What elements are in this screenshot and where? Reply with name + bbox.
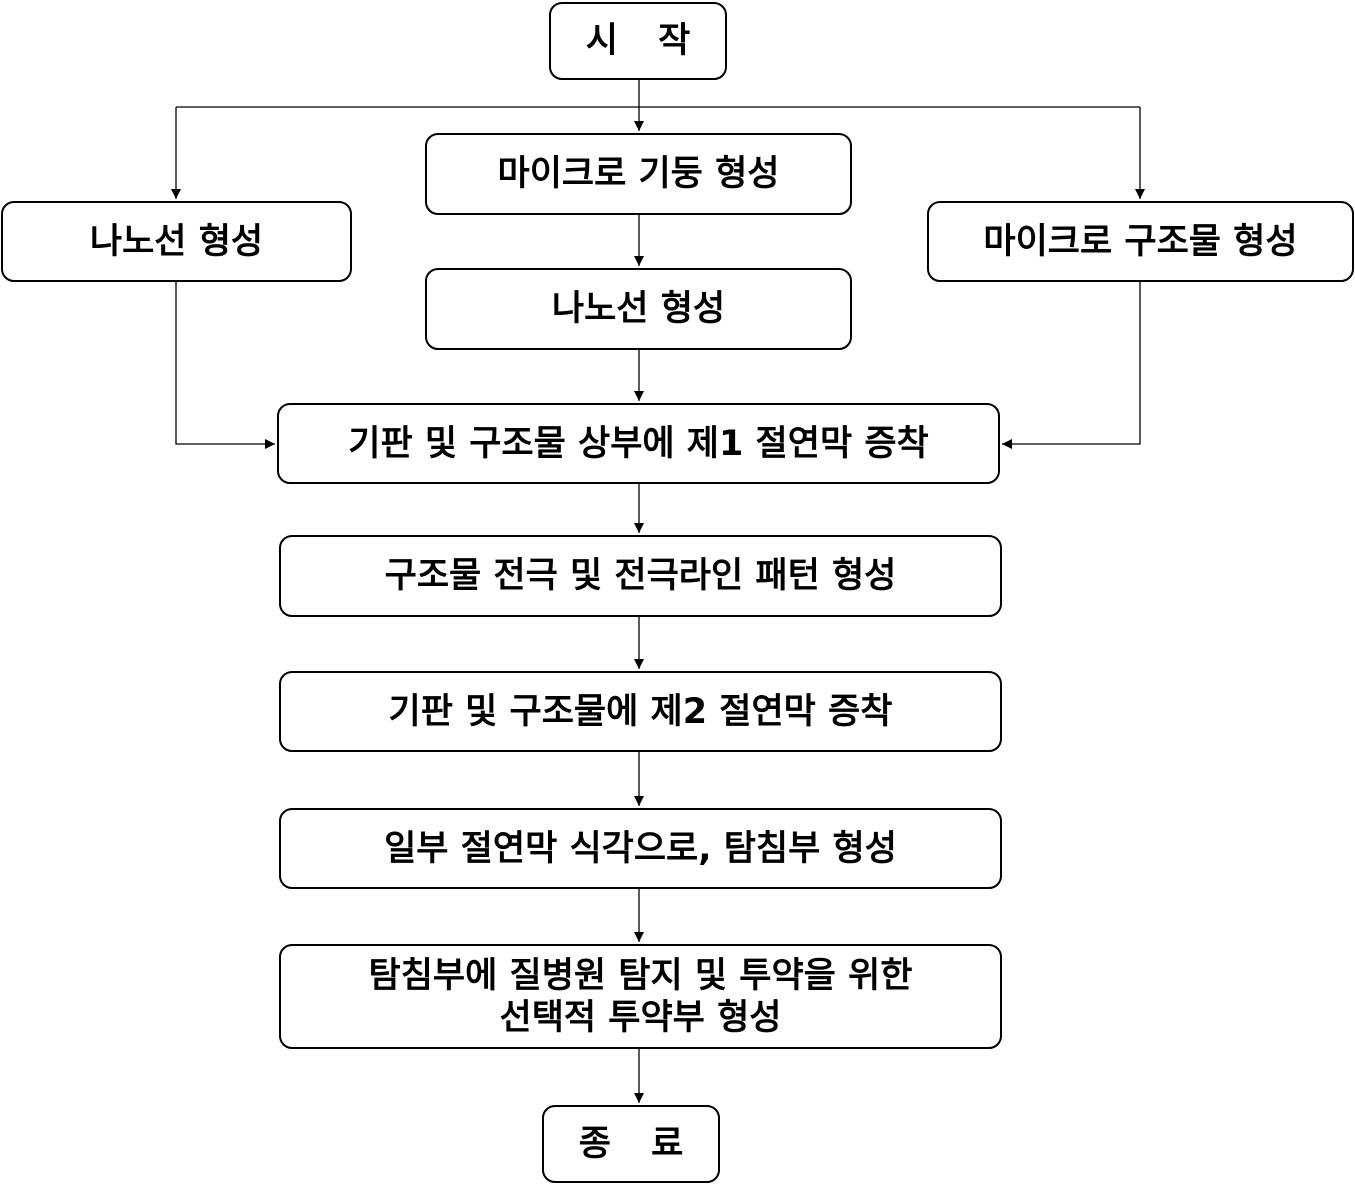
nanowire-step-left: 나노선 형성 — [1, 201, 352, 282]
drug-step-line-2: 선택적 투약부 형성 — [500, 997, 782, 1039]
drug-delivery-step: 탐침부에 질병원 탐지 및 투약을 위한 선택적 투약부 형성 — [279, 944, 1002, 1049]
micro-pillar-step: 마이크로 기둥 형성 — [425, 133, 852, 215]
first-insulator-step: 기판 및 구조물 상부에 제1 절연막 증착 — [277, 403, 1000, 484]
nanowire-step-middle: 나노선 형성 — [425, 268, 852, 350]
start-node: 시 작 — [549, 2, 727, 80]
arrow-micro-structure-to-insulator-1 — [1002, 282, 1140, 444]
micro-structure-step: 마이크로 구조물 형성 — [927, 201, 1354, 282]
drug-step-line-1: 탐침부에 질병원 탐지 및 투약을 위한 — [369, 955, 913, 997]
probe-etch-step: 일부 절연막 식각으로, 탐침부 형성 — [279, 808, 1002, 889]
end-node: 종 료 — [542, 1105, 720, 1183]
electrode-pattern-step: 구조물 전극 및 전극라인 패턴 형성 — [279, 535, 1002, 617]
second-insulator-step: 기판 및 구조물에 제2 절연막 증착 — [279, 671, 1002, 752]
arrow-nanowire-left-to-insulator-1 — [176, 282, 275, 444]
